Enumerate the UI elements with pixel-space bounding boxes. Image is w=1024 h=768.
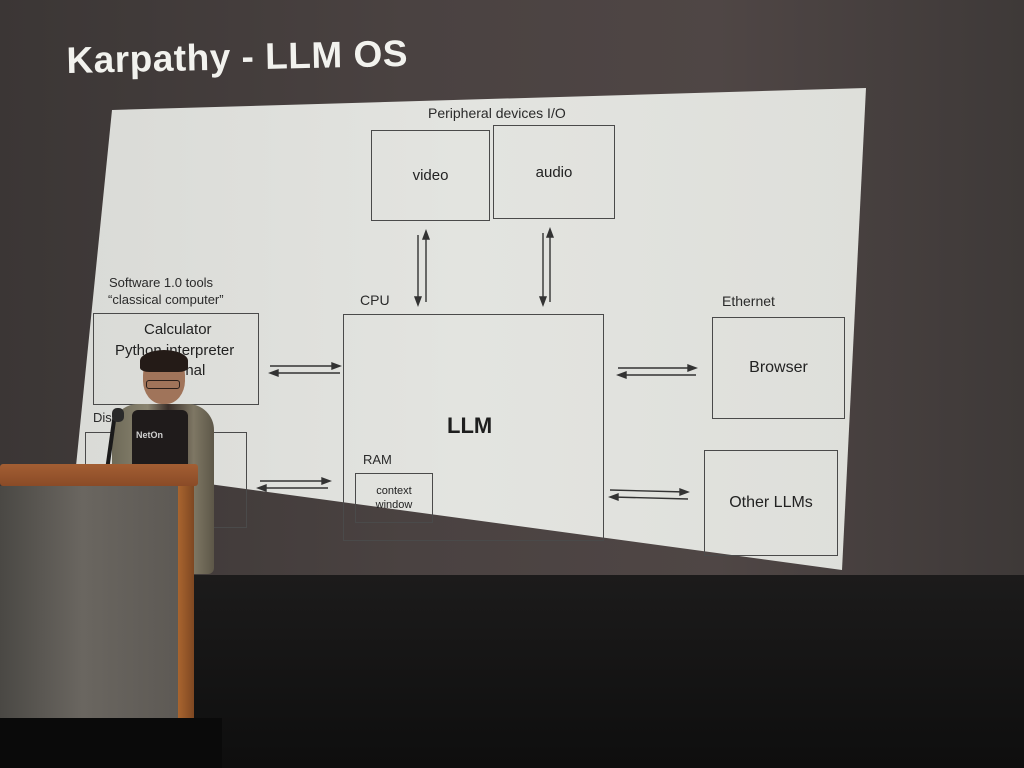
other-llms-box: Other LLMs (704, 450, 838, 556)
context-window-box: context window (355, 473, 433, 523)
browser-label: Browser (749, 359, 808, 376)
speaker-glasses (146, 380, 180, 389)
speaker-hair (140, 350, 188, 372)
peripheral-devices-label: Peripheral devices I/O (428, 105, 566, 121)
arrowhead-audio-up (545, 227, 555, 238)
classical-computer-label: “classical computer” (108, 292, 224, 307)
arrowhead-video-down (413, 296, 423, 307)
slide-title: Karpathy - LLM OS (66, 32, 409, 81)
arrow-otherllms-left (611, 496, 689, 500)
software-tools-label: Software 1.0 tools (109, 275, 214, 290)
window-label: window (375, 499, 413, 511)
context-label: context (376, 485, 412, 497)
browser-box: Browser (712, 317, 845, 419)
video-label: video (412, 167, 449, 184)
video-box: video (371, 130, 490, 221)
podium-base (0, 718, 222, 768)
arrowhead-tools-left (268, 368, 279, 378)
cpu-box: LLM RAM (343, 314, 604, 541)
arrowhead-browser-right (687, 363, 698, 373)
audio-label: audio (535, 163, 573, 181)
arrowhead-otherllms-right (679, 487, 690, 497)
arrowhead-audio-down (538, 296, 548, 307)
arrowhead-browser-left (616, 370, 627, 380)
podium-top (0, 464, 198, 486)
arrowhead-otherllms-left (608, 492, 619, 502)
arrow-otherllms-right (609, 489, 687, 493)
cpu-label: CPU (360, 292, 390, 308)
arrowhead-disk-left (256, 483, 267, 493)
speaker-shirt-text: NetOn (136, 430, 163, 440)
other-llms-label: Other LLMs (729, 494, 813, 511)
arrowhead-video-up (421, 229, 431, 240)
ethernet-label: Ethernet (722, 293, 775, 309)
arrowhead-tools-right (331, 361, 342, 371)
podium-face (0, 486, 182, 730)
calculator-label: Calculator (144, 321, 212, 338)
ram-label: RAM (363, 452, 392, 467)
podium-edge (178, 486, 194, 730)
llm-label: LLM (447, 413, 493, 438)
microphone-icon (112, 408, 124, 422)
audio-box: audio (493, 125, 615, 219)
arrowhead-disk-right (321, 476, 332, 486)
